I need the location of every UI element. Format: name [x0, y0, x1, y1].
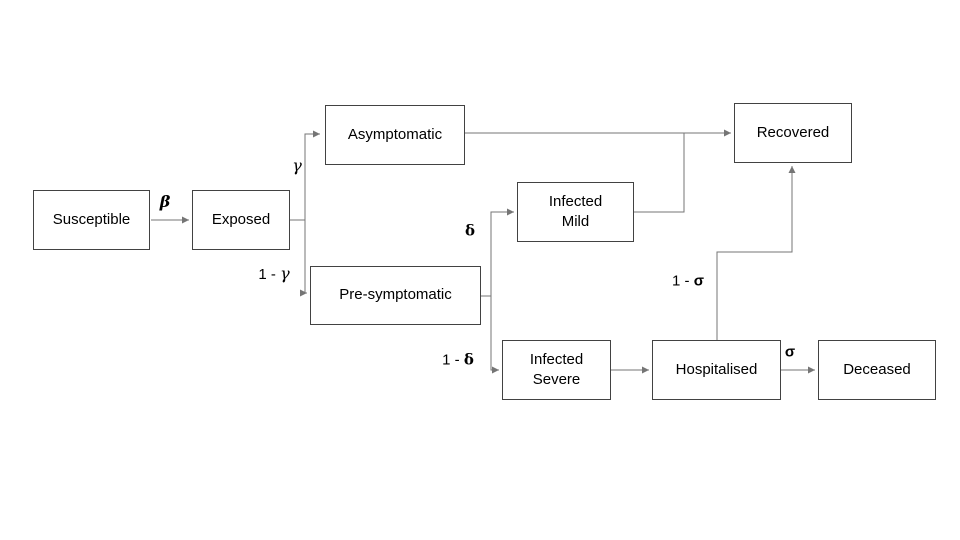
edge-presymptomatic-infected-severe — [490, 296, 499, 374]
sigma-symbol: σ — [784, 343, 796, 361]
edge-label-gamma: γ — [292, 158, 302, 174]
delta-symbol: δ — [464, 221, 476, 240]
one-minus-sigma-prefix: 1 - — [672, 272, 694, 290]
gamma-symbol: γ — [280, 264, 290, 283]
edge-hospitalised-recovered — [716, 166, 796, 340]
delta-symbol: δ — [463, 350, 474, 369]
one-minus-gamma-prefix: 1 - — [258, 266, 281, 283]
node-deceased: Deceased — [818, 340, 936, 400]
edge-label-sigma: σ — [785, 345, 795, 360]
edge-presymptomatic-infected-mild — [481, 208, 514, 297]
edge-exposed-presymptomatic — [300, 220, 307, 297]
node-pre-symptomatic: Pre-symptomatic — [310, 266, 481, 325]
node-susceptible: Susceptible — [33, 190, 150, 250]
edge-label-one-minus-gamma: 1 - γ — [258, 264, 290, 283]
node-hospitalised: Hospitalised — [652, 340, 781, 400]
edge-label-one-minus-delta: 1 - δ — [442, 350, 474, 369]
one-minus-delta-prefix: 1 - — [442, 351, 464, 369]
edge-infected-mild-recovered — [634, 133, 685, 213]
node-asymptomatic: Asymptomatic — [325, 105, 465, 165]
node-infected-mild: Infected Mild — [517, 182, 634, 242]
edge-label-one-minus-sigma: 1 - σ — [672, 274, 704, 289]
node-infected-severe: Infected Severe — [502, 340, 611, 400]
edge-exposed-asymptomatic — [290, 130, 320, 221]
sigma-symbol: σ — [693, 272, 704, 290]
beta-symbol: β — [159, 192, 171, 211]
edge-label-beta: β — [160, 194, 171, 210]
gamma-symbol: γ — [292, 156, 302, 175]
node-recovered: Recovered — [734, 103, 852, 163]
edge-label-delta: δ — [464, 221, 476, 240]
node-exposed: Exposed — [192, 190, 290, 250]
